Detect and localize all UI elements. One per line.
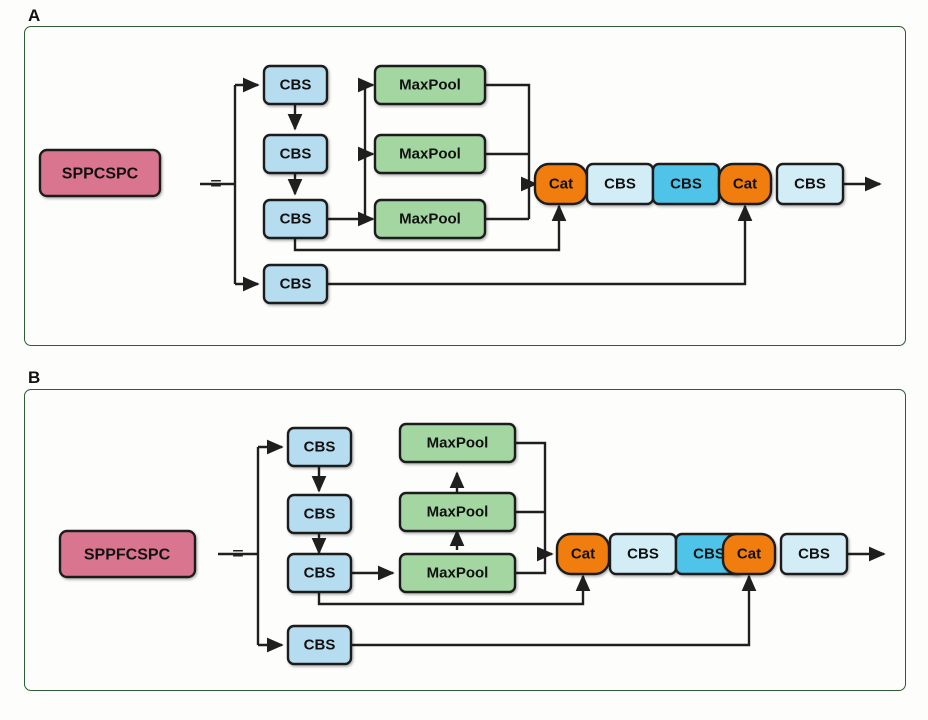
panel-b-node-cbs-bypass[interactable]: CBS xyxy=(286,624,353,666)
panel-a-node-cat-2[interactable]: Cat xyxy=(717,162,773,206)
edge-maxpool1-merge xyxy=(485,83,531,184)
panel-b-module-box[interactable]: SPPFCSPC xyxy=(58,529,197,579)
panel-a-node-cbs-out-2[interactable]: CBS xyxy=(651,162,721,206)
panel-b-node-cbs-top[interactable]: CBS xyxy=(286,426,353,468)
panel-b-node-maxpool-3[interactable]: MaxPool xyxy=(398,552,517,594)
label-cat-2: Cat xyxy=(737,546,761,563)
panel-a-node-cbs-out-1[interactable]: CBS xyxy=(585,162,655,206)
label-maxpool-1: MaxPool xyxy=(399,77,461,94)
panel-b-node-cbs-low[interactable]: CBS xyxy=(286,552,353,594)
panel-b-node-maxpool-1[interactable]: MaxPool xyxy=(398,422,517,464)
panel-b-module-label: SPPFCSPC xyxy=(84,547,171,564)
edge-cbslow-skip-to-cat1 xyxy=(317,574,591,606)
edge-bypass-to-cat2 xyxy=(351,574,757,647)
panel-a-node-cbs-low[interactable]: CBS xyxy=(262,198,329,240)
panel-b-node-cat-1[interactable]: Cat xyxy=(555,532,611,576)
label-cbs-out-1: CBS xyxy=(627,546,659,563)
label-cat-2: Cat xyxy=(733,176,757,193)
panel-b-node-cbs-out-1[interactable]: CBS xyxy=(608,532,678,576)
panel-a-node-cbs-bypass[interactable]: CBS xyxy=(262,263,329,305)
label-cbs-out-3: CBS xyxy=(798,546,830,563)
label-cat-1: Cat xyxy=(571,546,595,563)
panel-a-label: A xyxy=(28,6,41,25)
panel-b-graph: = SPPFCSPC CBS CBS CBS CBS xyxy=(58,422,886,666)
edge-maxpool3-merge xyxy=(515,554,547,575)
panel-b-node-maxpool-2[interactable]: MaxPool xyxy=(398,491,517,533)
label-cbs-out-1: CBS xyxy=(604,176,636,193)
panel-b-label: B xyxy=(28,368,41,387)
panel-b-equals: = xyxy=(232,543,244,565)
panel-b-node-cbs-mid[interactable]: CBS xyxy=(286,493,353,535)
panel-a-node-cbs-out-3[interactable]: CBS xyxy=(775,162,845,206)
label-maxpool-3: MaxPool xyxy=(427,565,489,582)
label-cbs-bypass: CBS xyxy=(280,276,312,293)
label-maxpool-3: MaxPool xyxy=(399,211,461,228)
label-maxpool-1: MaxPool xyxy=(427,435,489,452)
label-cbs-low: CBS xyxy=(280,211,312,228)
panel-a-node-cbs-mid[interactable]: CBS xyxy=(262,133,329,175)
label-cbs-out-2: CBS xyxy=(693,546,725,563)
label-cbs-bypass: CBS xyxy=(304,637,336,654)
label-cbs-low: CBS xyxy=(304,565,336,582)
edge-bypass-to-cat2 xyxy=(327,204,753,286)
panel-a-node-cat-1[interactable]: Cat xyxy=(533,162,589,206)
panel-b-node-cbs-out-3[interactable]: CBS xyxy=(779,532,849,576)
label-cbs-out-2: CBS xyxy=(670,176,702,193)
panel-a-node-maxpool-1[interactable]: MaxPool xyxy=(373,64,487,106)
panel-a-graph: = SPPCSPC CBS CBS CBS CBS xyxy=(38,64,882,305)
panel-a-equals: = xyxy=(210,173,222,195)
label-maxpool-2: MaxPool xyxy=(427,504,489,521)
panel-a-module-box[interactable]: SPPCSPC xyxy=(38,148,162,198)
panel-a-module-label: SPPCSPC xyxy=(62,166,139,183)
label-maxpool-2: MaxPool xyxy=(399,146,461,163)
panel-a-edges xyxy=(200,77,882,292)
label-cbs-out-3: CBS xyxy=(794,176,826,193)
panel-b-node-cat-2[interactable]: Cat xyxy=(721,532,777,576)
edge-maxpool1-merge xyxy=(515,441,547,554)
panel-b-edges xyxy=(218,439,886,653)
label-cbs-top: CBS xyxy=(304,439,336,456)
edge-cbslow-skip-to-cat1 xyxy=(293,204,567,252)
panel-a-node-maxpool-2[interactable]: MaxPool xyxy=(373,133,487,175)
panel-a-node-cbs-top[interactable]: CBS xyxy=(262,64,329,106)
label-cbs-top: CBS xyxy=(280,77,312,94)
label-cat-1: Cat xyxy=(549,176,573,193)
panel-a-node-maxpool-3[interactable]: MaxPool xyxy=(373,198,487,240)
label-cbs-mid: CBS xyxy=(280,146,312,163)
label-cbs-mid: CBS xyxy=(304,506,336,523)
